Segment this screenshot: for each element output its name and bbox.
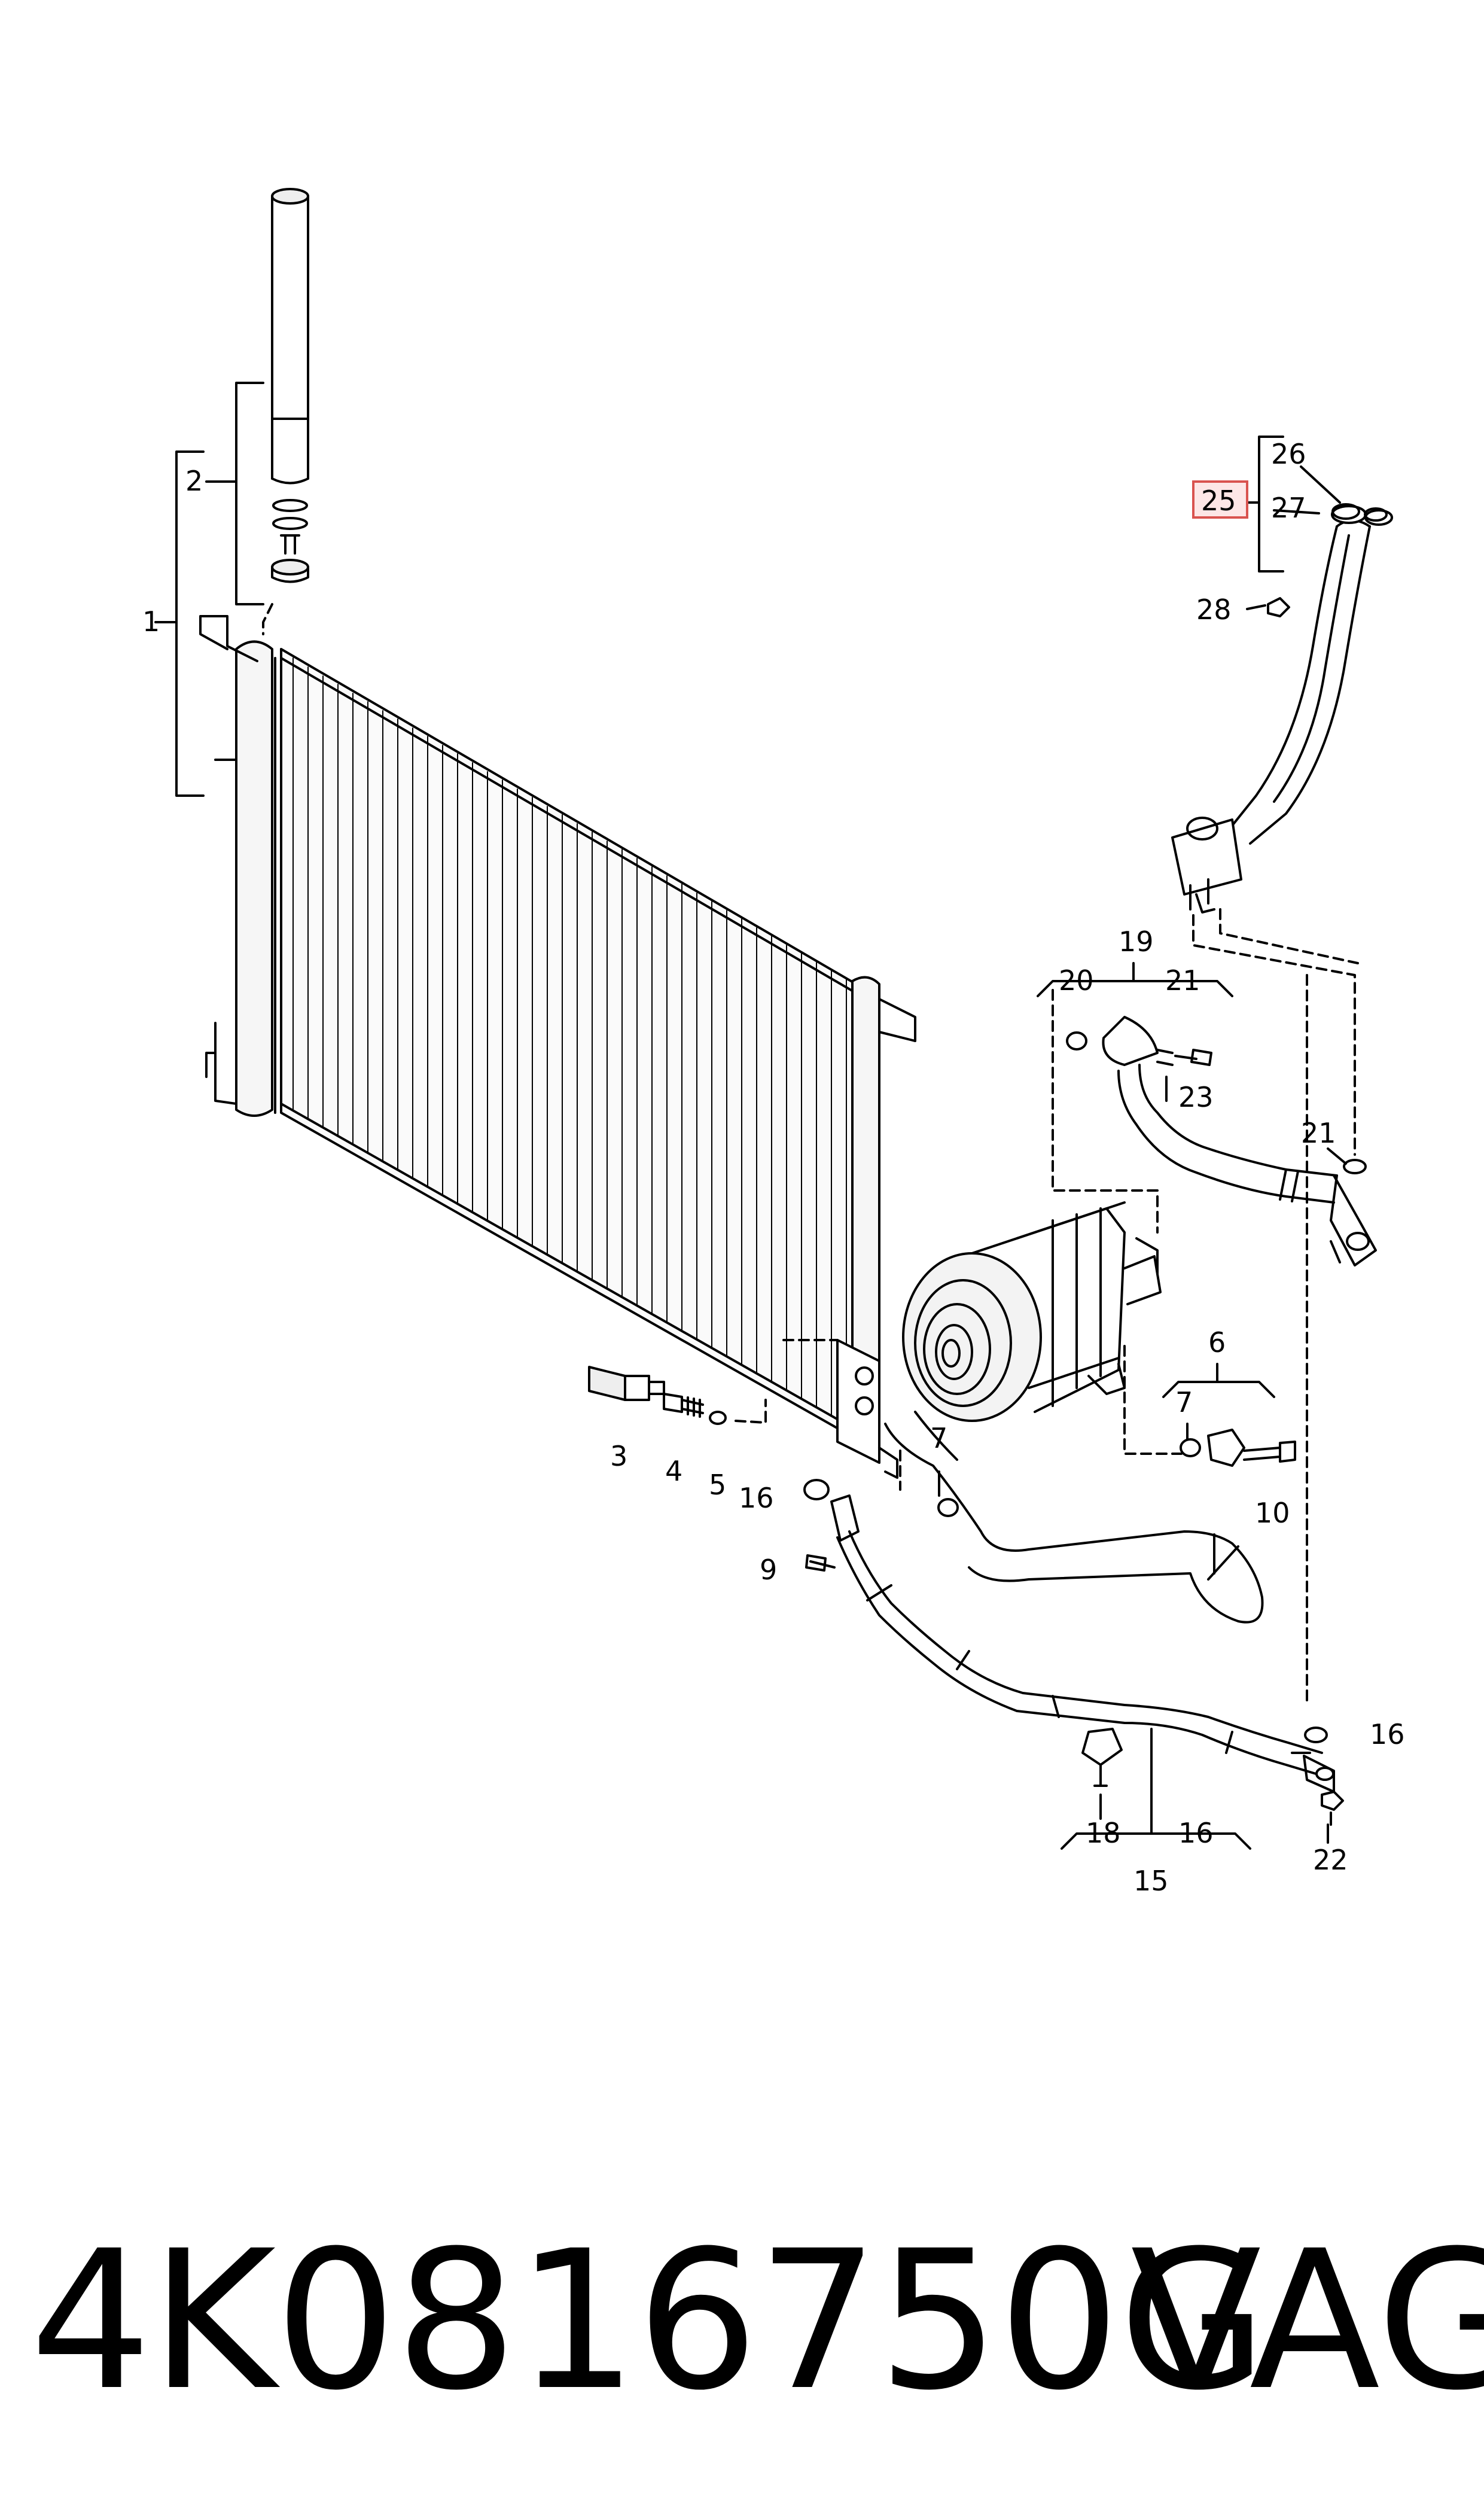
seal-ring-21 — [1343, 1159, 1367, 1174]
callout-28: 28 — [1196, 593, 1232, 626]
callout-4: 4 — [665, 1455, 682, 1487]
callout-25-highlight — [1192, 480, 1248, 519]
callout-2: 2 — [185, 465, 203, 497]
seal-ring-16b — [1304, 1727, 1328, 1743]
seal-ring-27 — [1364, 507, 1388, 522]
callout-20: 20 — [1059, 964, 1094, 997]
pressure-pipe — [1171, 505, 1393, 914]
clip-18 — [1081, 1728, 1123, 1787]
nut-22 — [1321, 1791, 1344, 1811]
service-valve — [663, 1393, 704, 1418]
callout-21b: 21 — [1301, 1117, 1336, 1149]
callout-18: 18 — [1086, 1817, 1121, 1849]
callout-23: 23 — [1178, 1081, 1214, 1113]
seal-ring-26 — [1331, 503, 1360, 520]
bolt-and-fitting — [1207, 1429, 1296, 1467]
bolt-9 — [805, 1554, 836, 1572]
seal-ring-7b — [1180, 1438, 1201, 1457]
bolt-23 — [1174, 1049, 1212, 1066]
callout-16c: 16 — [1178, 1817, 1214, 1849]
part-number: 4K0816750G — [30, 2210, 1267, 2432]
callout-6: 6 — [1208, 1326, 1226, 1359]
callout-19: 19 — [1119, 925, 1154, 958]
callout-25: 25 — [1201, 485, 1236, 517]
seal-ring-7a — [937, 1498, 959, 1517]
pressure-sensor — [588, 1366, 665, 1401]
callout-26: 26 — [1271, 438, 1306, 470]
receiver-drier — [271, 188, 309, 583]
callout-5: 5 — [709, 1469, 726, 1501]
callout-labels: 1 2 3 4 5 6 7 7 9 10 15 16 16 16 18 19 2… — [142, 438, 1405, 1897]
compressor — [902, 1201, 1162, 1422]
callout-22: 22 — [1313, 1844, 1348, 1876]
seal-ring-5 — [709, 1411, 727, 1425]
callout-15: 15 — [1133, 1865, 1169, 1897]
callout-16b: 16 — [1370, 1718, 1405, 1750]
callout-16a: 16 — [739, 1482, 774, 1514]
liquid-line — [830, 1494, 1335, 1793]
suction-hose — [1102, 1016, 1377, 1266]
condenser — [199, 615, 916, 1479]
callout-27: 27 — [1271, 492, 1306, 524]
brand-name: VAG — [1130, 2210, 1484, 2432]
callout-1: 1 — [142, 605, 160, 638]
seal-ring-20 — [1066, 1031, 1087, 1051]
callout-7b: 7 — [1175, 1386, 1193, 1418]
nut-28 — [1267, 597, 1290, 617]
seal-ring-16a — [803, 1479, 830, 1500]
callout-10: 10 — [1255, 1497, 1290, 1529]
callout-7a: 7 — [930, 1422, 947, 1454]
discharge-hose — [884, 1411, 1264, 1624]
callout-3: 3 — [610, 1440, 627, 1472]
callout-21a: 21 — [1165, 964, 1200, 997]
callout-9: 9 — [760, 1554, 777, 1586]
